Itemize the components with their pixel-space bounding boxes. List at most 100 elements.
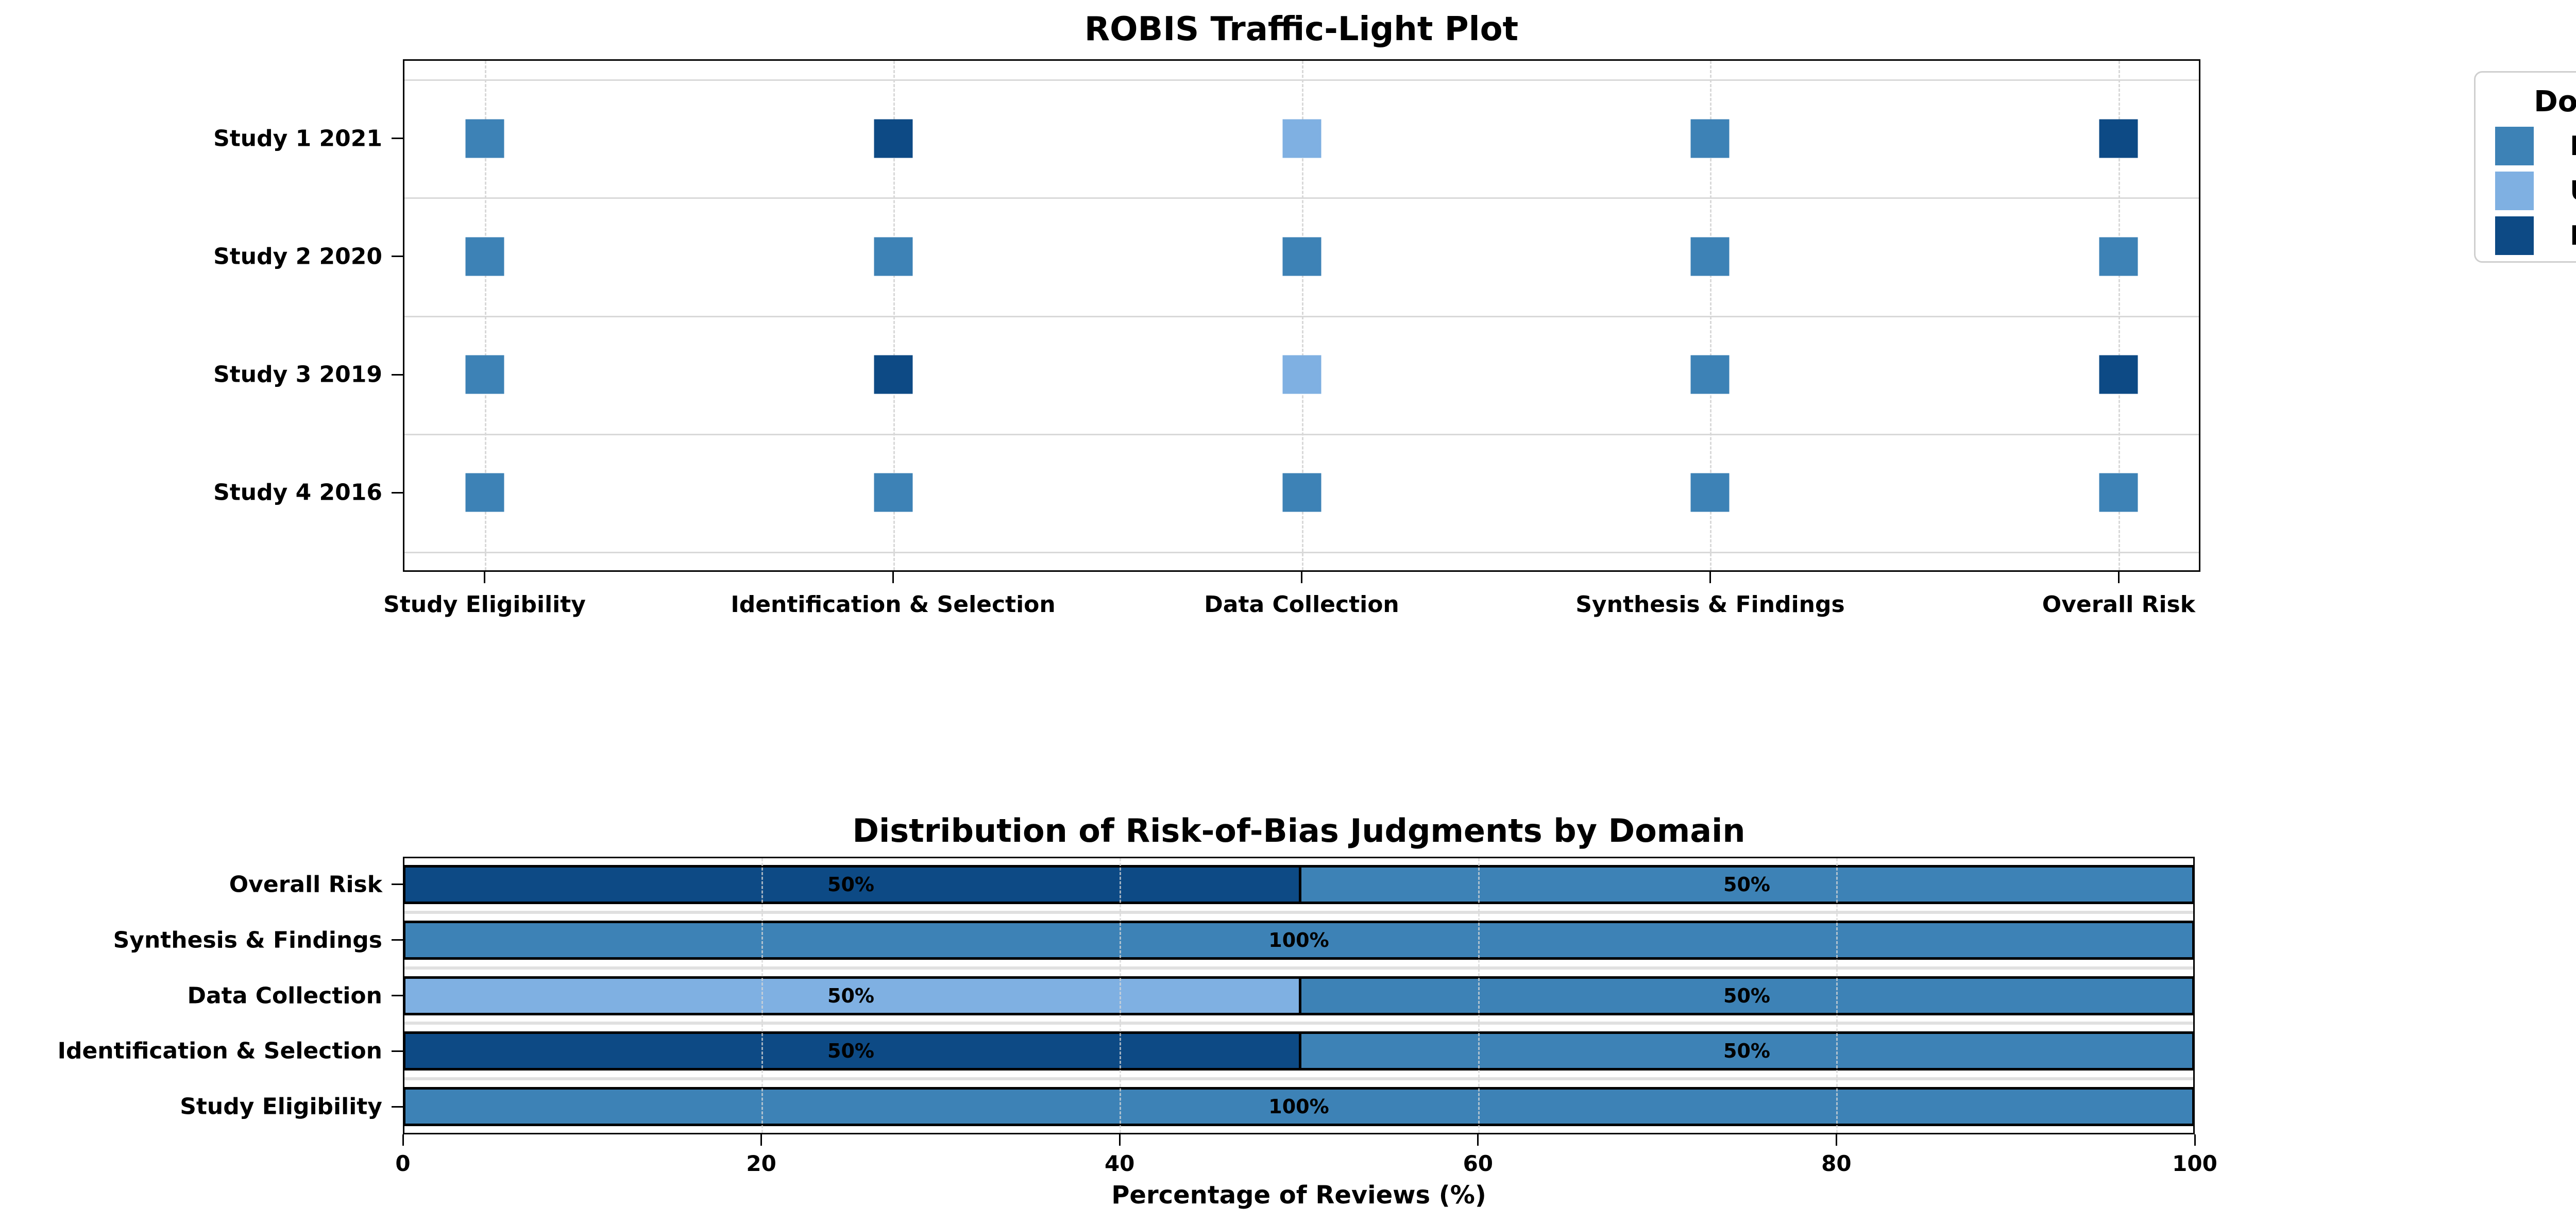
y-category-label: Synthesis & Findings [113,927,382,954]
bar-separator-line [404,1022,2193,1025]
traffic-light-marker [465,355,504,394]
y-category-label: Data Collection [187,982,382,1009]
grid-line-vertical [484,61,486,570]
bar-separator-line [404,910,2193,914]
x-axis-tick [1477,1134,1479,1146]
x-tick-label: 100 [2172,1151,2217,1176]
x-axis-tick [2117,572,2120,583]
bar-segment-label: 50% [827,873,874,896]
y-axis-tick [392,373,403,376]
stacked-bar [403,1031,2195,1071]
traffic-light-marker [874,473,913,512]
traffic-light-marker [874,119,913,158]
traffic-light-marker [465,119,504,158]
legend-label-high: High Risk [2570,220,2576,251]
bar-segment [405,978,1299,1013]
grid-line-vertical [761,858,763,1133]
legend-entry-high: High Risk [2495,216,2576,255]
stacked-bar [403,976,2195,1015]
y-axis-tick [392,138,403,140]
legend: Domain Risk Low Risk Unclear Risk High R… [2474,71,2576,263]
bar-separator-line [404,1077,2193,1081]
bar-segment [405,923,2192,957]
bar-separator-line [404,966,2193,970]
y-axis-tick [392,256,403,258]
bar-segment-label: 50% [1723,1040,1770,1063]
x-axis-label: Percentage of Reviews (%) [1111,1181,1486,1210]
bar-segment [405,1034,1299,1068]
bar-segment [405,1090,2192,1124]
traffic-light-marker [2099,119,2138,158]
legend-title: Domain Risk [2534,85,2576,118]
grid-line-vertical [1710,61,1712,570]
bar-segment-label: 50% [827,1040,874,1063]
x-axis-tick [484,572,486,583]
traffic-light-marker [874,355,913,394]
traffic-light-marker [1690,237,1730,276]
low-risk-swatch-icon [2495,127,2534,165]
unclear-risk-swatch-icon [2495,172,2534,210]
y-axis-tick [392,884,403,886]
x-tick-label: 80 [1821,1151,1852,1176]
high-risk-swatch-icon [2495,216,2534,255]
y-category-label: Study 1 2021 [213,125,382,152]
x-category-label: Study Eligibility [383,591,586,618]
grid-line-vertical [1836,858,1838,1133]
x-category-label: Synthesis & Findings [1575,591,1845,618]
y-category-label: Study 3 2019 [213,361,382,388]
y-axis-tick [392,491,403,494]
y-category-label: Overall Risk [229,871,382,898]
x-tick-label: 40 [1104,1151,1135,1176]
bar-segment-label: 50% [1723,873,1770,896]
traffic-light-marker [1690,119,1730,158]
x-axis-tick [2194,1134,2196,1146]
y-axis-tick [392,1050,403,1052]
bar-segment-label: 50% [1723,984,1770,1007]
stacked-bar [403,920,2195,960]
legend-entry-unclear: Unclear Risk [2495,172,2576,210]
x-axis-tick [402,1134,404,1146]
grid-line-vertical [1478,858,1480,1133]
x-axis-tick [1301,572,1302,583]
distribution-chart-title: Distribution of Risk-of-Bias Judgments b… [852,812,1745,850]
x-tick-label: 60 [1463,1151,1494,1176]
grid-line-vertical [1120,858,1122,1133]
bar-segment [1299,1034,2192,1068]
traffic-light-chart-title: ROBIS Traffic-Light Plot [1084,10,1519,48]
stacked-bar [403,864,2195,904]
traffic-light-marker [1690,355,1730,394]
grid-line-vertical [1301,61,1303,570]
traffic-light-marker [2099,473,2138,512]
stacked-bar [403,1087,2195,1127]
bar-segment [1299,978,2192,1013]
bar-segment [1299,867,2192,902]
y-category-label: Identification & Selection [57,1038,382,1064]
traffic-light-marker [465,237,504,276]
x-tick-label: 0 [395,1151,411,1176]
x-tick-label: 20 [746,1151,776,1176]
y-axis-tick [392,1106,403,1108]
x-axis-tick [760,1134,762,1146]
y-axis-tick [392,939,403,941]
y-category-label: Study Eligibility [180,1093,382,1120]
traffic-light-marker [465,473,504,512]
traffic-light-marker [2099,355,2138,394]
bar-segment-label: 100% [1268,1095,1329,1118]
x-category-label: Identification & Selection [731,591,1056,618]
legend-label-unclear: Unclear Risk [2570,176,2576,207]
y-category-label: Study 4 2016 [213,479,382,506]
traffic-light-marker [1690,473,1730,512]
traffic-light-marker [2099,237,2138,276]
traffic-light-marker [1282,237,1321,276]
legend-entry-low: Low Risk [2495,127,2576,165]
bar-segment-label: 50% [827,984,874,1007]
x-axis-tick [1835,1134,1837,1146]
traffic-light-marker [1282,355,1321,394]
x-axis-tick [1118,1134,1121,1146]
y-category-label: Study 2 2020 [213,243,382,270]
traffic-light-marker [1282,473,1321,512]
grid-line-vertical [893,61,895,570]
x-category-label: Overall Risk [2042,591,2196,618]
traffic-light-marker [1282,119,1321,158]
